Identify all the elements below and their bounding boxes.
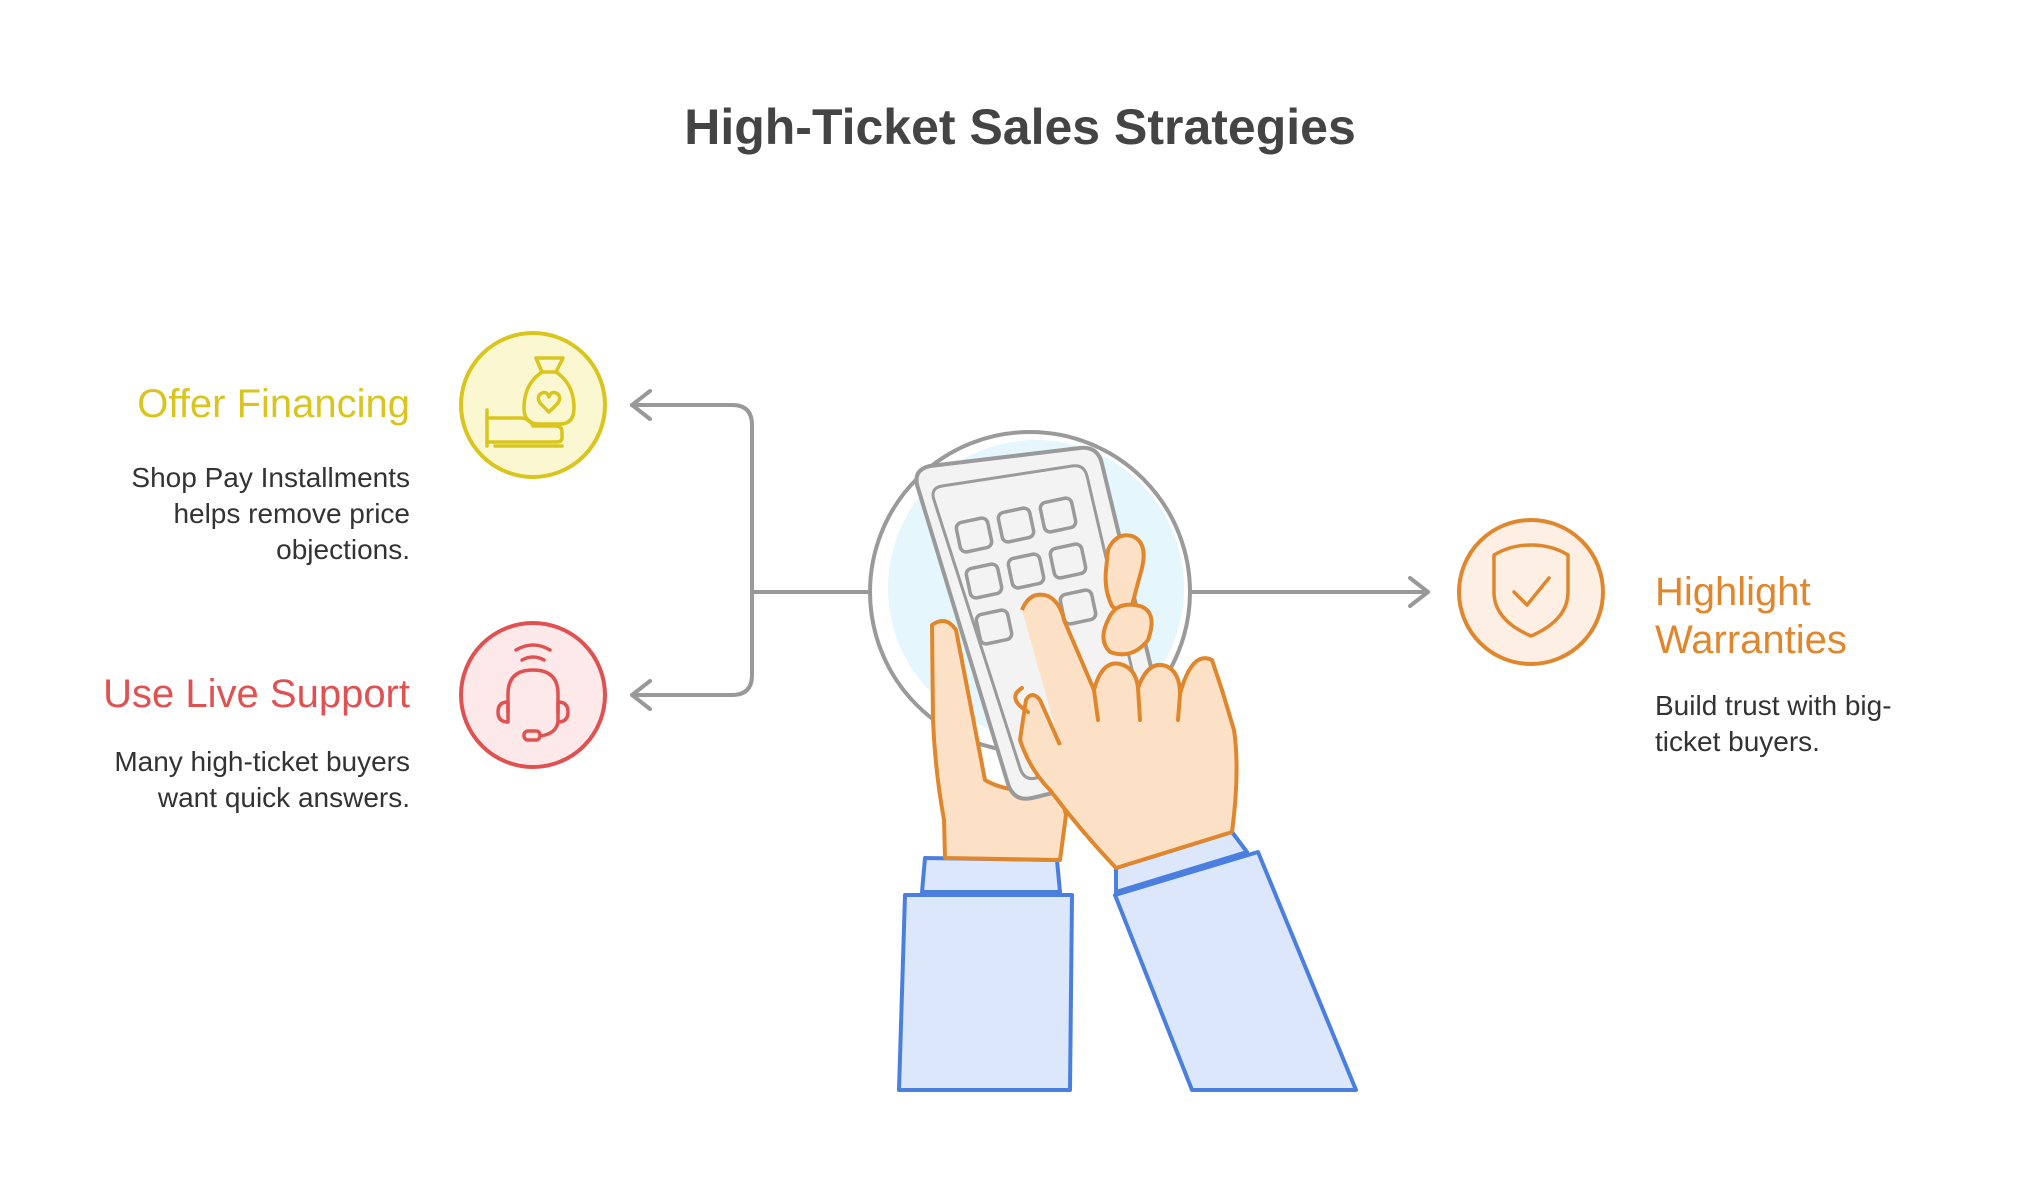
left-cuff: [920, 856, 1062, 894]
left-sleeve: [897, 893, 1074, 1092]
arrowhead-use-live-support: [630, 679, 652, 711]
connector-to-offer-financing: [630, 403, 872, 594]
arrowhead-highlight-warranties: [1408, 576, 1430, 608]
offer-financing-description: Shop Pay Installments helps remove price…: [131, 462, 410, 565]
highlight-warranties-heading: Highlight Warranties: [1655, 570, 1847, 662]
highlight-warranties-description: Build trust with big-ticket buyers.: [1655, 690, 1892, 757]
use-live-support-heading: Use Live Support: [103, 672, 410, 716]
right-finger-fold: [1101, 602, 1154, 657]
right-finger-line-1: [1092, 688, 1100, 722]
offer-financing-circle: [459, 331, 607, 479]
right-sleeve: [1113, 850, 1358, 1092]
use-live-support-description: Many high-ticket buyers want quick answe…: [114, 746, 410, 813]
right-finger-line-2: [1136, 686, 1142, 722]
connector-to-use-live-support: [630, 590, 754, 697]
connectors: [630, 389, 1430, 711]
shield-check-icon: [1492, 543, 1570, 638]
right-finger-line-3: [1176, 692, 1182, 722]
hand-money-bag-heart-icon: [485, 356, 576, 448]
hands-calculator-icon: [868, 430, 1358, 1092]
headset-icon: [496, 643, 570, 742]
highlight-warranties-circle: [1457, 518, 1605, 666]
arrowhead-offer-financing: [630, 389, 652, 421]
page-title: High-Ticket Sales Strategies: [684, 99, 1356, 155]
use-live-support-circle: [459, 621, 607, 769]
right-thumb: [1013, 686, 1030, 714]
offer-financing-heading: Offer Financing: [137, 382, 410, 426]
